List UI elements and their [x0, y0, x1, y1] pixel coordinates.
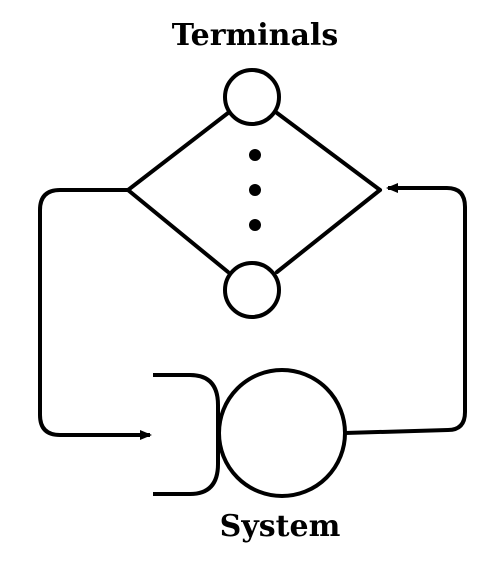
terminal-branches — [126, 111, 382, 274]
system-server — [217, 368, 347, 498]
terminal-node-top — [223, 68, 281, 126]
ellipsis-dot-2 — [249, 184, 261, 196]
terminal-node-bottom — [223, 261, 281, 319]
fork-branch-lower — [126, 188, 230, 274]
terminals-label: Terminals — [172, 18, 338, 53]
fork-branch-upper — [126, 111, 230, 192]
request-path-to-system — [38, 188, 152, 440]
system-label: System — [220, 509, 341, 544]
return-path-to-terminals — [344, 183, 467, 435]
system-queue — [153, 373, 220, 496]
join-branch-lower — [275, 188, 382, 274]
ellipsis-dot-3 — [249, 219, 261, 231]
ellipsis-dot-1 — [249, 149, 261, 161]
join-branch-upper — [275, 111, 382, 192]
